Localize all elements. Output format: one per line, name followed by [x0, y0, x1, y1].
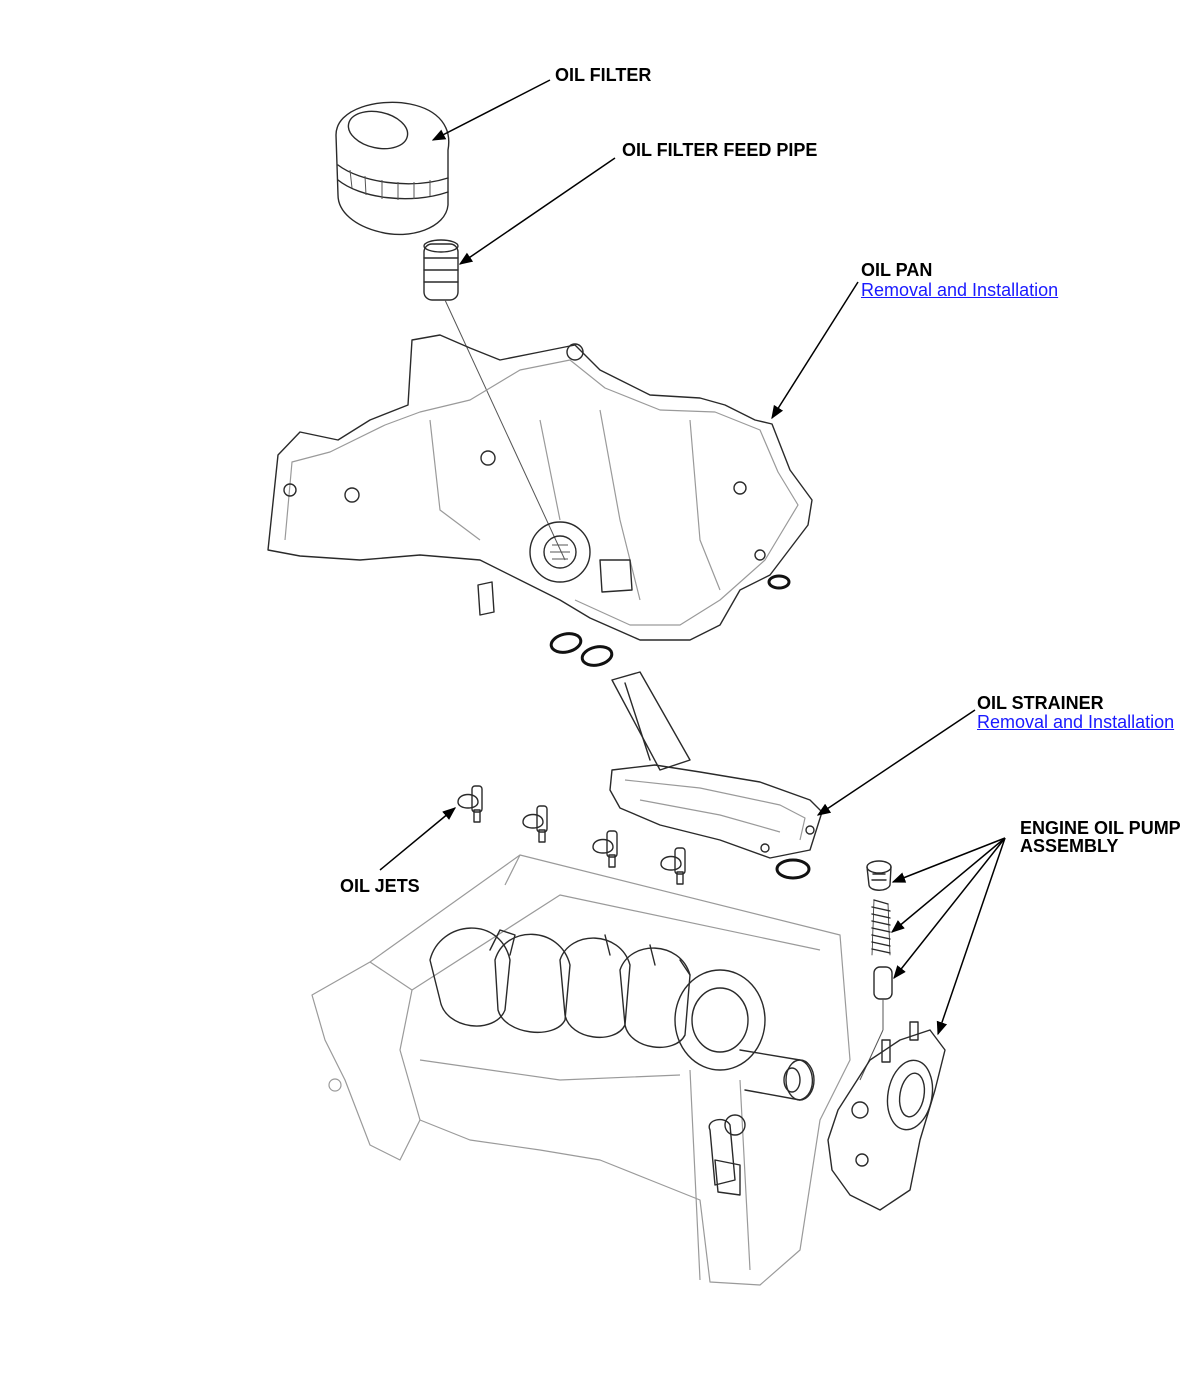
oil-jets-label: OIL JETS — [340, 876, 420, 896]
oil-filter-feed-pipe-part — [423, 239, 566, 561]
o-rings — [549, 574, 811, 880]
engine-block — [311, 854, 851, 1286]
oil-filter-part — [335, 101, 450, 236]
engine-oil-pump-assembly-part — [827, 860, 946, 1211]
leader-lines — [379, 79, 1006, 1036]
oil-strainer-part — [609, 671, 823, 859]
engine-oil-pump-label-line2: ASSEMBLY — [1020, 836, 1119, 856]
oil-filter-label: OIL FILTER — [555, 65, 652, 85]
oil-pan-label: OIL PAN — [861, 260, 933, 280]
engine-oil-pump-label-line1: ENGINE OIL PUMP — [1020, 818, 1181, 838]
oil-strainer-label: OIL STRAINER — [977, 693, 1104, 713]
oil-strainer-removal-link[interactable]: Removal and Installation — [977, 712, 1175, 732]
oil-filter-feed-pipe-label: OIL FILTER FEED PIPE — [622, 140, 818, 160]
oil-pan-removal-link[interactable]: Removal and Installation — [861, 280, 1059, 300]
oil-jets-parts — [457, 785, 686, 885]
oil-pan-part — [267, 334, 813, 641]
